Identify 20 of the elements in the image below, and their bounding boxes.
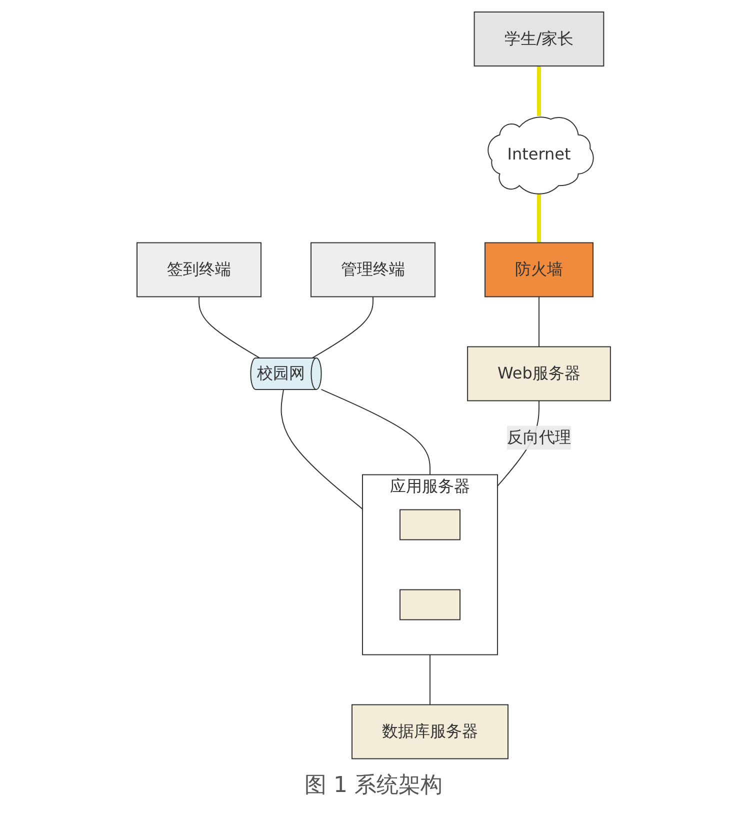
node-box: 管理终端: [310, 242, 436, 297]
connector: [538, 296, 540, 347]
caption: 图 1 系统架构: [304, 773, 442, 798]
node-box: [399, 588, 460, 620]
cluster: 应用服务器: [362, 474, 498, 655]
node-box: Web服务器: [466, 346, 611, 401]
node-box: 学生/家长: [474, 11, 604, 66]
connector: [320, 388, 430, 475]
connector: [312, 296, 374, 358]
node-box: [399, 508, 460, 540]
node-box: 防火墙: [484, 242, 594, 297]
connector: [198, 296, 260, 358]
edge-label: 反向代理: [506, 427, 571, 446]
connector: [429, 654, 430, 705]
node-box: 签到终端: [136, 242, 262, 297]
connector: [536, 192, 541, 242]
connector: [280, 388, 363, 510]
node-box: 数据库服务器: [351, 704, 508, 759]
node-text: 校园网: [256, 363, 305, 382]
connector: [536, 66, 541, 116]
